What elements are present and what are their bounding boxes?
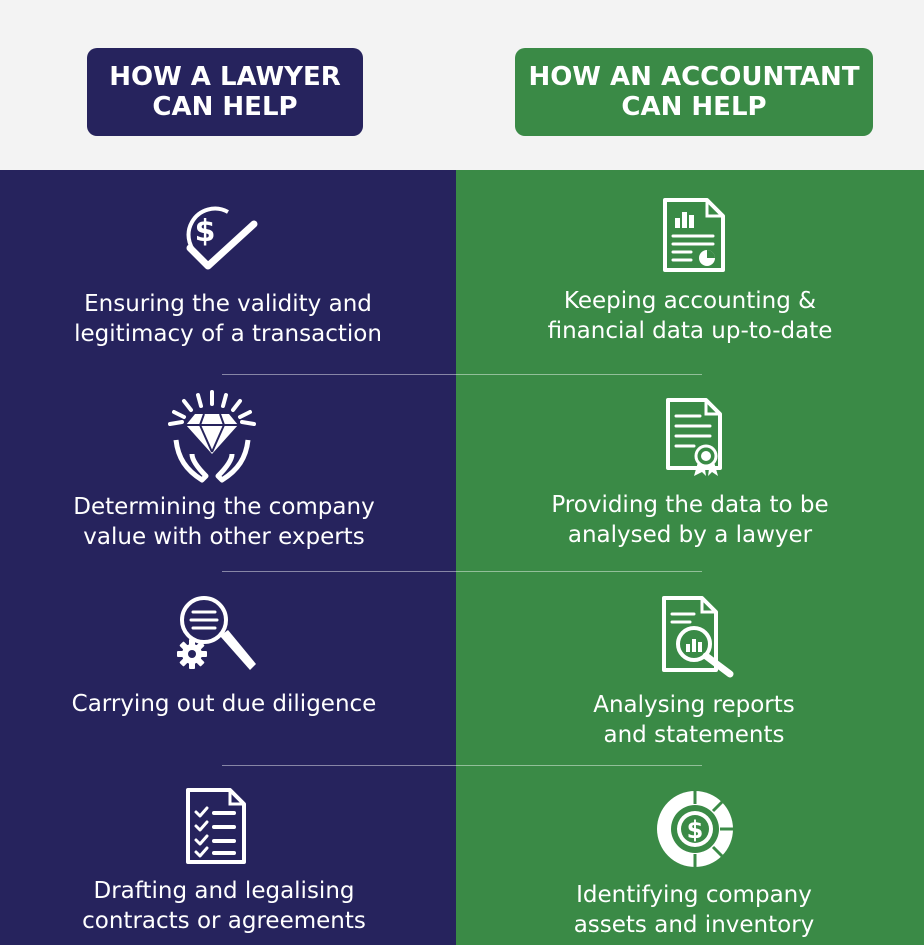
row-divider <box>222 765 702 766</box>
item-line: value with other experts <box>83 524 365 550</box>
item-line: assets and inventory <box>573 912 815 938</box>
lawyer-item-contracts: Drafting and legalising contracts or agr… <box>0 876 448 936</box>
item-line: financial data up-to-date <box>547 318 833 344</box>
item-line: Determining the company <box>73 494 375 520</box>
item-line: Ensuring the validity and <box>84 291 372 317</box>
accountant-header-line-2: CAN HELP <box>621 92 767 122</box>
dollar-check-icon: $ <box>168 190 260 282</box>
accountant-header: HOW AN ACCOUNTANT CAN HELP <box>515 48 873 136</box>
lawyer-item-due-diligence: Carrying out due diligence <box>0 689 448 719</box>
magnifier-gear-icon <box>170 592 262 674</box>
accountant-item-accounting-data: Keeping accounting & financial data up-t… <box>456 286 924 346</box>
accountant-item-providing-data: Providing the data to be analysed by a l… <box>456 490 924 550</box>
header-area: HOW A LAWYER CAN HELP HOW AN ACCOUNTANT … <box>0 0 924 170</box>
lawyer-header-line-2: CAN HELP <box>152 92 298 122</box>
lawyer-item-company-value: Determining the company value with other… <box>0 492 448 552</box>
item-line: Drafting and legalising <box>93 878 355 904</box>
financial-report-icon <box>661 196 727 274</box>
item-line: Keeping accounting & <box>563 288 817 314</box>
row-divider <box>222 571 702 572</box>
item-line: analysed by a lawyer <box>567 522 813 548</box>
diamond-hands-icon <box>162 388 262 484</box>
lawyer-header-line-1: HOW A LAWYER <box>109 62 341 92</box>
row-divider <box>222 374 702 375</box>
item-line: Carrying out due diligence <box>71 691 377 717</box>
report-magnifier-icon <box>660 594 738 678</box>
accountant-item-analysing-reports: Analysing reports and statements <box>456 690 924 750</box>
item-line: Providing the data to be <box>551 492 829 518</box>
lawyer-column <box>0 170 456 945</box>
lawyer-header: HOW A LAWYER CAN HELP <box>87 48 363 136</box>
item-line: Identifying company <box>576 882 812 908</box>
svg-text:$: $ <box>195 214 216 249</box>
accountant-header-line-1: HOW AN ACCOUNTANT <box>528 62 860 92</box>
item-line: legitimacy of a transaction <box>74 321 382 347</box>
dollar-pie-chart-icon: $ <box>652 786 738 872</box>
lawyer-item-validity: Ensuring the validity and legitimacy of … <box>0 289 456 349</box>
item-line: contracts or agreements <box>82 908 366 934</box>
accountant-item-assets: Identifying company assets and inventory <box>456 880 924 940</box>
item-line: Analysing reports <box>593 692 795 718</box>
item-line: and statements <box>603 722 785 748</box>
checklist-document-icon <box>184 786 248 866</box>
certificate-document-icon <box>664 396 726 478</box>
svg-text:$: $ <box>687 816 704 844</box>
